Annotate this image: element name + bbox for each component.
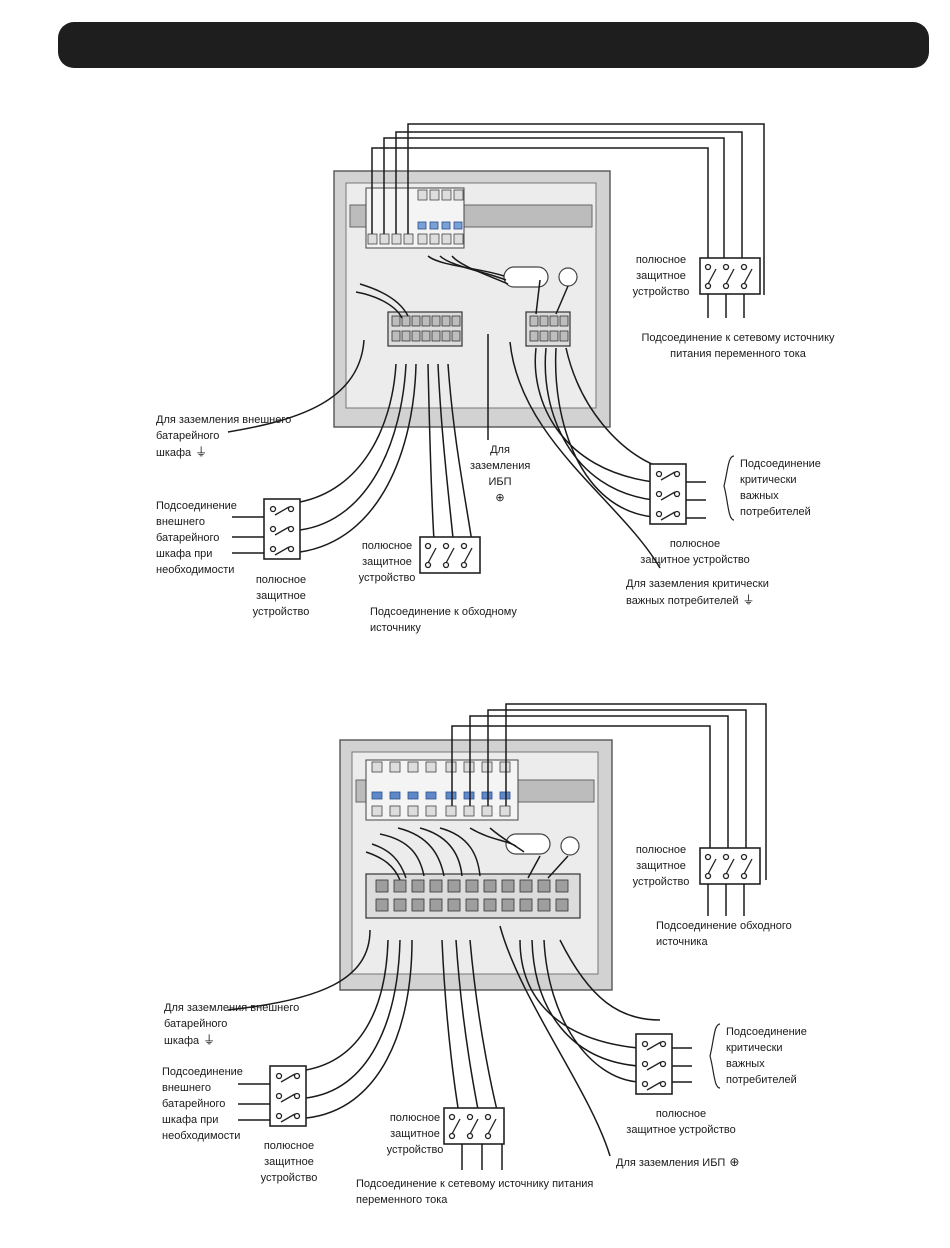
top-breaker-bypass (419, 536, 481, 574)
top-label-breaker-ac: полюсное защитное устройство (632, 254, 690, 298)
bottom-label-battery-ground: Для заземления внешнего батарейного шкаф… (164, 1002, 300, 1047)
bottom-label-breaker-critical: полюсное защитное устройство (626, 1108, 736, 1136)
bottom-label-breaker-ac: полюсное защитное устройство (386, 1112, 444, 1156)
top-wires (227, 123, 765, 571)
ground-icon: ⏚ (203, 1033, 216, 1047)
top-breaker-critical (649, 463, 687, 525)
bottom-diagram (227, 703, 767, 1170)
top-label-critical-loads: Подсоединение критически важных потребит… (740, 458, 821, 518)
top-breaker-battery (263, 498, 301, 560)
bottom-label-breaker-bypass: полюсное защитное устройство (632, 844, 690, 888)
header-bar (58, 22, 929, 68)
top-label-critical-ground: Для заземления критически важных потреби… (626, 578, 769, 607)
protective-ground-icon: ⊕ (729, 1155, 740, 1169)
top-label-ac-source: Подсоединение к сетевому источнику питан… (641, 332, 835, 360)
bottom-breaker-battery (269, 1065, 307, 1127)
top-breaker-row (365, 187, 465, 249)
bottom-terminal-block (365, 873, 581, 919)
ground-icon: ⏚ (195, 445, 208, 459)
top-terminal-block-right (525, 311, 571, 347)
bottom-label-bypass-source: Подсоединение обходного источника (656, 920, 792, 948)
bottom-breaker-critical (635, 1033, 673, 1095)
top-breaker-ac (699, 257, 761, 295)
top-label-breaker-critical: полюсное защитное устройство (640, 538, 750, 566)
bottom-breaker-bypass (699, 847, 761, 885)
bottom-label-ups-ground: Для заземления ИБП⊕ (616, 1155, 740, 1169)
top-label-battery-ground: Для заземления внешнего батарейного шкаф… (156, 414, 292, 459)
ground-icon: ⏚ (742, 593, 755, 607)
top-label-bypass-source: Подсоединение к обходному источнику (370, 606, 517, 634)
top-terminal-block-left (387, 311, 463, 347)
top-label-ups-ground: Для заземления ИБП⊕ (470, 444, 531, 504)
top-diagram (227, 123, 765, 574)
bottom-label-battery-connect: Подсоединение внешнего батарейного шкафа… (162, 1066, 243, 1142)
bottom-label-ac-source: Подсоединение к сетевому источнику питан… (356, 1178, 594, 1206)
top-label-breaker-bypass: полюсное защитное устройство (358, 540, 416, 584)
top-label-breaker-battery: полюсное защитное устройство (252, 574, 310, 618)
bottom-wires (227, 703, 767, 1157)
bottom-label-breaker-battery: полюсное защитное устройство (260, 1140, 318, 1184)
protective-ground-icon: ⊕ (495, 492, 505, 504)
bottom-breaker-ac (443, 1107, 505, 1145)
bottom-label-critical-loads: Подсоединение критически важных потребит… (726, 1026, 807, 1086)
top-label-battery-connect: Подсоединение внешнего батарейного шкафа… (156, 500, 237, 576)
bottom-breaker-row (365, 759, 519, 821)
